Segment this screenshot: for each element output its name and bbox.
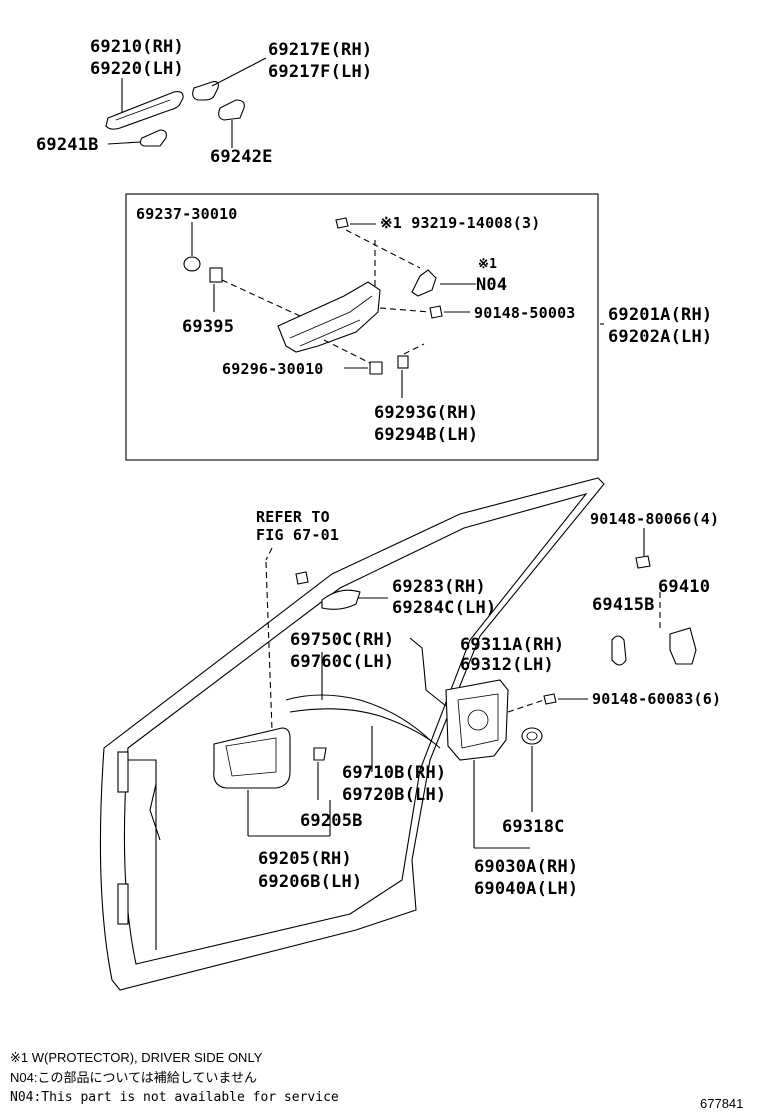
footnote-n04-en: N04:This part is not available for servi… (10, 1090, 339, 1105)
handle-pad (192, 81, 219, 101)
footnote-n04-jp: N04:この部品については補給していません (10, 1070, 257, 1085)
protector-part (411, 269, 437, 297)
cushion-part (209, 267, 223, 283)
label-n04: N04 (476, 275, 507, 295)
label-69296: 69296-30010 (222, 360, 324, 378)
door-hinge-part (117, 883, 129, 925)
label-69710b: 69710B(RH) (342, 763, 446, 783)
footnote-protector: ※1 W(PROTECTOR), DRIVER SIDE ONLY (10, 1050, 263, 1065)
bolt-icon (635, 555, 651, 569)
door-lock-assembly (445, 679, 509, 761)
label-69030a: 69030A(RH) (474, 857, 578, 877)
label-90148-50003: 90148-50003 (474, 304, 576, 322)
seal-washer (521, 727, 543, 745)
frame-assembly-box (125, 193, 599, 461)
label-fig: FIG 67-01 (256, 526, 339, 544)
label-69210: 69210(RH) (90, 37, 184, 57)
label-69293g: 69293G(RH) (374, 403, 478, 423)
label-note-mark: ※1 (478, 257, 497, 272)
door-outline (99, 477, 605, 991)
clip-part (397, 355, 409, 369)
label-69318c: 69318C (502, 817, 565, 837)
screw-icon (313, 747, 327, 761)
label-69284c: 69284C(LH) (392, 598, 496, 618)
door-hinge-part (117, 751, 129, 793)
striker-part (669, 627, 697, 665)
label-93219: ※1 93219-14008(3) (380, 214, 540, 232)
label-69237: 69237-30010 (136, 205, 238, 223)
label-69410: 69410 (658, 577, 710, 597)
figure-number: 677841 (700, 1096, 743, 1111)
bolt-icon (429, 305, 443, 319)
label-69242e: 69242E (210, 147, 273, 167)
label-69205b: 69205B (300, 811, 363, 831)
cable-part (285, 694, 431, 741)
label-69311a: 69311A(RH) (460, 635, 564, 655)
outside-handle (105, 91, 184, 130)
label-69760c: 69760C(LH) (290, 652, 394, 672)
bolt-icon (369, 361, 383, 375)
label-69040a: 69040A(LH) (474, 879, 578, 899)
label-69294b: 69294B(LH) (374, 425, 478, 445)
label-90148-60083: 90148-60083(6) (592, 690, 721, 708)
label-69241b: 69241B (36, 135, 99, 155)
striker-cover (611, 635, 627, 666)
frame-group (183, 217, 604, 398)
label-refer-to: REFER TO (256, 508, 330, 526)
lock-pad (321, 589, 361, 610)
label-69395: 69395 (182, 317, 234, 337)
label-69283: 69283(RH) (392, 577, 486, 597)
handle-cover (139, 129, 167, 147)
label-69217f: 69217F(LH) (268, 62, 372, 82)
bolt-icon (335, 217, 349, 229)
label-69720b: 69720B(LH) (342, 785, 446, 805)
label-69201a: 69201A(RH) (608, 305, 712, 325)
callout-labels: 69210(RH) 69220(LH) 69217E(RH) 69217F(LH… (36, 37, 721, 899)
label-69220: 69220(LH) (90, 59, 184, 79)
label-69217e: 69217E(RH) (268, 40, 372, 60)
label-69205: 69205(RH) (258, 849, 352, 869)
label-69415b: 69415B (592, 595, 655, 615)
label-69750c: 69750C(RH) (290, 630, 394, 650)
label-69312: 69312(LH) (460, 655, 554, 675)
outside-handle-group (105, 57, 267, 148)
grommet-part (183, 256, 201, 272)
footnotes: ※1 W(PROTECTOR), DRIVER SIDE ONLY N04:この… (10, 1050, 743, 1111)
label-69202a: 69202A(LH) (608, 327, 712, 347)
label-90148-80066: 90148-80066(4) (590, 510, 719, 528)
label-69206b: 69206B(LH) (258, 872, 362, 892)
handle-gasket (218, 99, 245, 121)
inside-handle (213, 727, 291, 789)
screw-icon (543, 693, 557, 705)
cable-part (289, 708, 441, 749)
handle-frame (277, 281, 381, 353)
bolt-icon (295, 571, 309, 585)
